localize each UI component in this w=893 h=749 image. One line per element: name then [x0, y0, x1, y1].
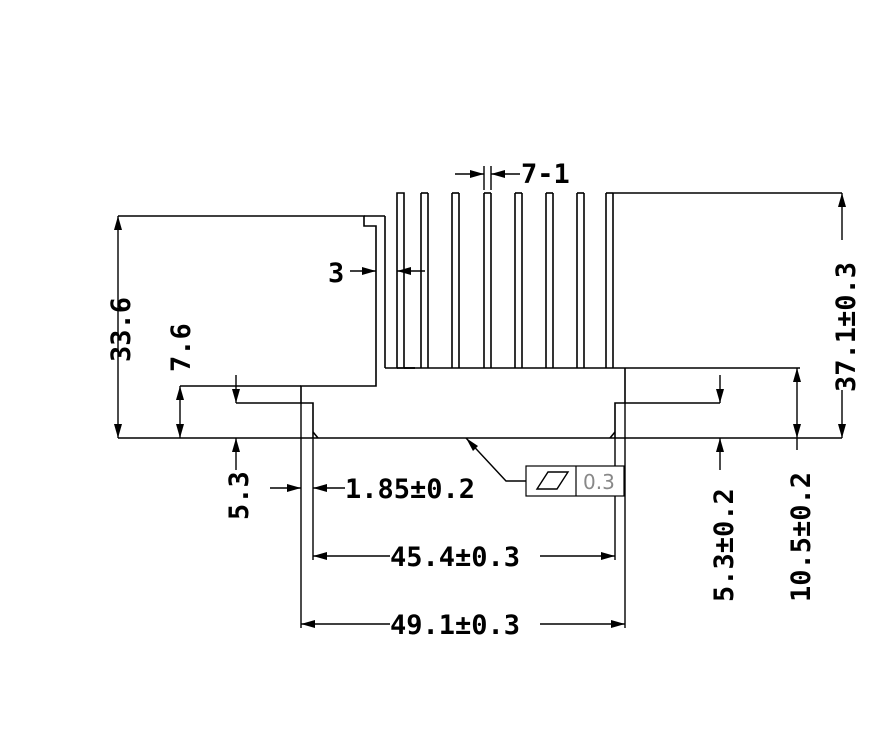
fins: [385, 192, 625, 369]
dimension-lines: [114, 166, 846, 628]
label-inner-width: 45.4±0.3: [390, 542, 520, 573]
dimension-labels: 7-1 3 1.85±0.2 45.4±0.3 49.1±0.3 33.6 7.…: [106, 159, 862, 641]
label-wall-thickness: 3: [328, 258, 344, 289]
label-right-step: 10.5±0.2: [786, 472, 817, 602]
label-right-foot: 5.3±0.2: [709, 488, 740, 602]
label-fin-spacing: 7-1: [521, 159, 570, 190]
label-left-height: 33.6: [106, 297, 137, 362]
heatsink-profile: [118, 192, 842, 439]
label-total-height: 37.1±0.3: [831, 262, 862, 392]
label-outer-width: 49.1±0.3: [390, 610, 520, 641]
flatness-icon: [535, 471, 570, 490]
label-foot-thickness: 1.85±0.2: [345, 474, 475, 505]
flatness-frame: 0.3: [525, 465, 625, 497]
flatness-tolerance: 0.3: [583, 470, 615, 494]
label-left-step: 7.6: [166, 323, 197, 372]
label-left-foot: 5.3: [224, 471, 255, 520]
